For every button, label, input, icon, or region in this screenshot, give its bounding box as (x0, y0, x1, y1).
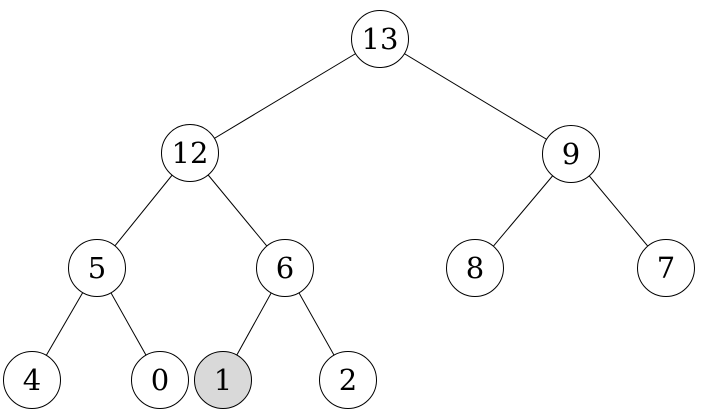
node-label: 6 (276, 251, 294, 285)
tree-node-12: 12 (161, 124, 219, 182)
node-label: 1 (214, 363, 232, 397)
node-circle-highlighted (194, 351, 252, 409)
node-circle (161, 124, 219, 182)
node-circle (637, 239, 695, 297)
node-label: 4 (23, 363, 41, 397)
tree-node-2: 2 (319, 351, 377, 409)
tree-node-8: 8 (446, 239, 504, 297)
tree-node-5: 5 (68, 239, 126, 297)
node-label: 7 (657, 251, 675, 285)
node-circle (68, 239, 126, 297)
node-circle (256, 239, 314, 297)
node-label: 12 (172, 136, 209, 170)
node-circle (3, 351, 61, 409)
tree-edge-13-12 (189, 38, 381, 154)
tree-node-0: 0 (131, 351, 189, 409)
tree-node-7: 7 (637, 239, 695, 297)
tree-node-4: 4 (3, 351, 61, 409)
node-label: 2 (339, 363, 357, 397)
node-label: 9 (562, 137, 580, 171)
node-circle (131, 351, 189, 409)
tree-node-9: 9 (542, 125, 600, 183)
node-circle (542, 125, 600, 183)
node-circle (319, 351, 377, 409)
node-label: 5 (88, 251, 106, 285)
node-circle (351, 10, 409, 68)
tree-edge-13-9 (379, 38, 572, 155)
tree-node-1: 1 (194, 351, 252, 409)
tree-node-13: 13 (351, 10, 409, 68)
node-label: 13 (362, 22, 399, 56)
tree-node-6: 6 (256, 239, 314, 297)
node-circle (446, 239, 504, 297)
node-label: 0 (151, 363, 169, 397)
node-label: 8 (466, 251, 484, 285)
